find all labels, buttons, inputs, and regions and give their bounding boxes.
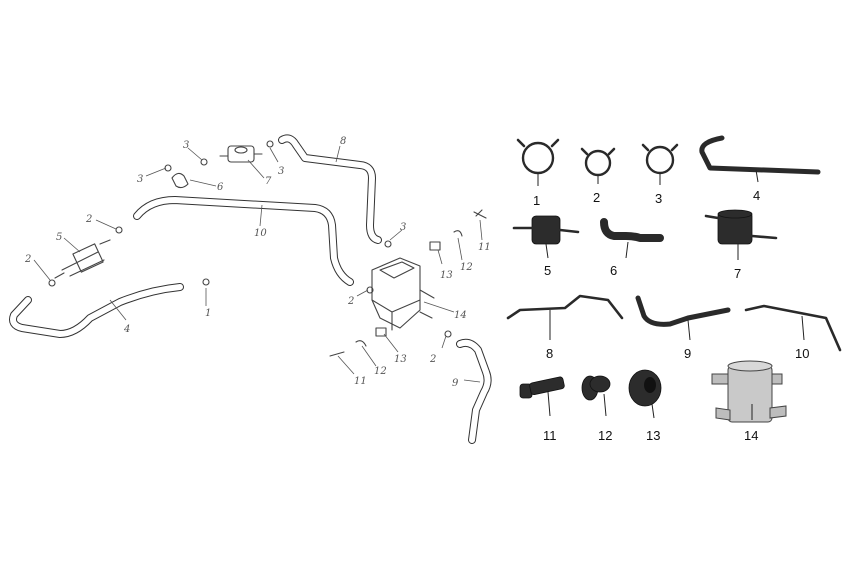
- valve-5-drawing: [54, 239, 111, 279]
- callout-2-b: 2: [24, 254, 31, 265]
- callout-13-a: 13: [440, 270, 453, 281]
- legend-part-2: 2: [580, 147, 616, 205]
- legend-part-7: 7: [704, 209, 778, 281]
- callout-11-b: 11: [354, 376, 367, 387]
- hose-9-drawing: [456, 338, 492, 444]
- legend-part-6: 6: [600, 218, 664, 278]
- legend-label-1: 1: [533, 193, 540, 208]
- legend-part-9: 9: [635, 295, 731, 361]
- hose-4-drawing: [9, 283, 184, 338]
- hose-10-drawing: [133, 196, 354, 286]
- legend-label-5: 5: [544, 263, 551, 278]
- hose-8-drawing: [278, 134, 382, 244]
- canister-14-drawing: [371, 257, 435, 331]
- legend-label-9: 9: [684, 346, 691, 361]
- legend-part-11: 11: [519, 376, 565, 443]
- legend-label-14: 14: [744, 428, 758, 443]
- legend-label-12: 12: [598, 428, 612, 443]
- callout-7: 7: [265, 176, 272, 187]
- legend-label-10: 10: [795, 346, 809, 361]
- callout-11-a: 11: [478, 242, 491, 253]
- callout-9: 9: [452, 378, 459, 389]
- legend-label-8: 8: [546, 346, 553, 361]
- small-parts-drawing: [48, 140, 487, 357]
- legend-part-14: 14: [711, 360, 787, 443]
- legend-part-8: 8: [506, 294, 624, 361]
- legend-part-10: 10: [744, 304, 842, 361]
- legend-label-3: 3: [655, 191, 662, 206]
- legend-part-4: 4: [699, 135, 821, 203]
- legend-part-1: 1: [516, 138, 560, 208]
- callout-3-b: 3: [183, 140, 189, 151]
- callout-4: 4: [123, 324, 130, 335]
- exploded-callouts: 4 10 8 9 5 6 7 1 2 2 3 3 3 3 2 2 14 13 1…: [24, 136, 491, 389]
- exploded-leaders: [33, 145, 483, 383]
- callout-1: 1: [205, 308, 211, 319]
- callout-2-a: 2: [85, 214, 92, 225]
- callout-2-c: 2: [347, 296, 354, 307]
- callout-6: 6: [217, 182, 224, 193]
- legend-part-13: 13: [628, 369, 662, 443]
- callout-3-c: 3: [278, 166, 284, 177]
- callout-3-d: 3: [400, 222, 406, 233]
- legend-part-12: 12: [581, 375, 612, 443]
- legend-label-6: 6: [610, 263, 617, 278]
- valve-7-drawing: [219, 145, 263, 163]
- callout-3-a: 3: [137, 174, 143, 185]
- exploded-assembly: 4 10 8 9 5 6 7 1 2 2 3 3 3 3 2 2 14 13 1…: [9, 134, 492, 444]
- callout-8: 8: [340, 136, 346, 147]
- callout-12-a: 12: [460, 262, 473, 273]
- callout-5: 5: [56, 232, 62, 243]
- legend-label-7: 7: [734, 266, 741, 281]
- callout-12-b: 12: [374, 366, 387, 377]
- legend-label-13: 13: [646, 428, 660, 443]
- legend-label-11: 11: [543, 428, 557, 443]
- parts-legend: 1 2 3 4 5: [506, 135, 842, 443]
- callout-13-b: 13: [394, 354, 407, 365]
- callout-14: 14: [454, 310, 467, 321]
- legend-label-4: 4: [753, 188, 760, 203]
- callout-10: 10: [254, 228, 267, 239]
- legend-part-3: 3: [641, 143, 679, 206]
- legend-label-2: 2: [593, 190, 600, 205]
- legend-part-5: 5: [512, 215, 580, 278]
- part-6-drawing: [171, 172, 189, 189]
- callout-2-d: 2: [429, 354, 436, 365]
